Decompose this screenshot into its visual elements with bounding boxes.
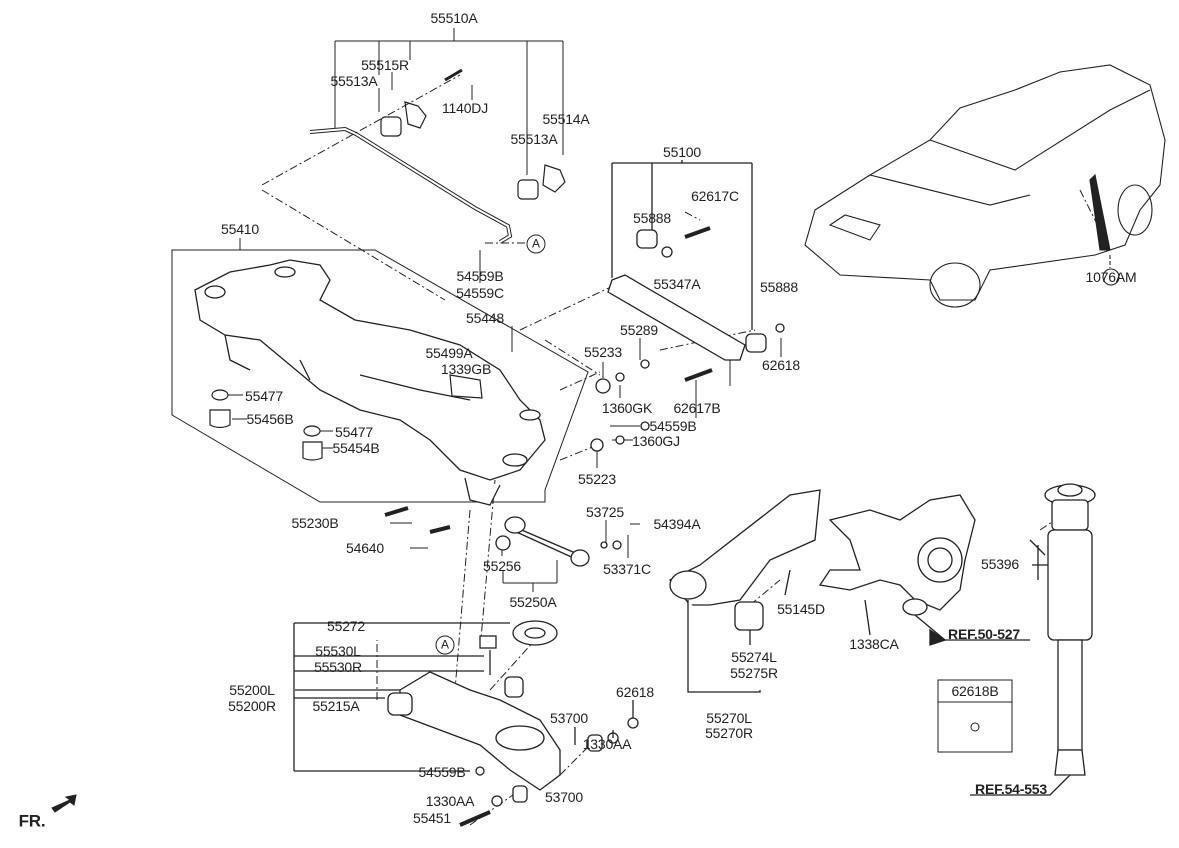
bushings-left xyxy=(209,374,483,461)
label-53725: 53725 xyxy=(586,504,624,520)
label-54640: 54640 xyxy=(346,540,384,556)
label-55456B: 55456B xyxy=(246,411,294,427)
label-55272: 55272 xyxy=(327,618,365,634)
ref-50-527[interactable]: REF.50-527 xyxy=(948,626,1020,642)
label-55270R: 55270R xyxy=(705,725,753,741)
label-1360GJ: 1360GJ xyxy=(632,433,680,449)
label-55215A: 55215A xyxy=(312,698,360,714)
leader-55410 xyxy=(171,238,589,503)
knuckle xyxy=(818,494,1030,646)
lower-arm-55200 xyxy=(293,620,639,827)
label-55454B: 55454B xyxy=(332,440,380,456)
label-62618: 62618 xyxy=(616,684,654,700)
label-55515R: 55515R xyxy=(361,57,409,73)
upper-arm-55100 xyxy=(590,160,785,452)
label-55513A: 55513A xyxy=(330,73,378,89)
label-1140DJ: 1140DJ xyxy=(441,100,489,116)
shock-absorber xyxy=(970,483,1096,796)
label-62618: 62618 xyxy=(762,357,800,373)
label-53700: 53700 xyxy=(550,710,588,726)
label-53371C: 53371C xyxy=(603,561,651,577)
label-55233: 55233 xyxy=(584,344,622,360)
label-55274L: 55274L xyxy=(731,649,777,665)
label-55510A: 55510A xyxy=(430,10,478,26)
label-55448: 55448 xyxy=(466,310,504,326)
label-1338CA: 1338CA xyxy=(849,636,899,652)
label-55410: 55410 xyxy=(221,221,259,237)
label-55289: 55289 xyxy=(620,322,658,338)
label-55514A: 55514A xyxy=(542,111,590,127)
label-55499A: 55499A xyxy=(425,345,473,361)
label-55256: 55256 xyxy=(483,558,521,574)
label-55145D: 55145D xyxy=(777,601,825,617)
label-55513A: 55513A xyxy=(510,131,558,147)
label-55275R: 55275R xyxy=(730,665,778,681)
label-53700: 53700 xyxy=(545,789,583,805)
label-55100: 55100 xyxy=(663,144,701,160)
marker-a: A xyxy=(435,635,455,655)
box-62618B xyxy=(937,679,1013,753)
label-54559B: 54559B xyxy=(456,268,504,284)
label-1330AA: 1330AA xyxy=(582,736,632,752)
ref-54-553[interactable]: REF.54-553 xyxy=(975,781,1047,797)
front-arrow xyxy=(51,794,77,813)
label-55200L: 55200L xyxy=(229,682,275,698)
label-55888: 55888 xyxy=(760,279,798,295)
label-55530L: 55530L xyxy=(315,643,361,659)
label-55270L: 55270L xyxy=(706,710,752,726)
bushings-55513A xyxy=(380,68,566,200)
label-55530R: 55530R xyxy=(314,659,362,675)
label-55396: 55396 xyxy=(981,556,1019,572)
label-62618B: 62618B xyxy=(951,683,999,699)
label-55888: 55888 xyxy=(633,210,671,226)
label-54559B: 54559B xyxy=(418,764,466,780)
front-direction-label: FR. xyxy=(18,811,46,831)
label-55223: 55223 xyxy=(578,471,616,487)
label-55200R: 55200R xyxy=(228,698,276,714)
label-62617C: 62617C xyxy=(691,188,739,204)
crossmember xyxy=(194,259,546,506)
marker-a: A xyxy=(526,234,546,254)
lateral-link xyxy=(384,506,622,567)
label-1360GK: 1360GK xyxy=(601,400,653,416)
label-54394A: 54394A xyxy=(653,516,701,532)
label-55250A: 55250A xyxy=(509,594,557,610)
leader-55510A xyxy=(334,28,564,175)
label-55451: 55451 xyxy=(413,810,451,826)
stabilizer-bar xyxy=(309,126,513,244)
label-1076AM: 1076AM xyxy=(1085,269,1137,285)
label-62617B: 62617B xyxy=(673,400,721,416)
vehicle-illustration xyxy=(804,64,1166,308)
label-55477: 55477 xyxy=(335,424,373,440)
trailing-arm xyxy=(668,489,821,693)
label-55230B: 55230B xyxy=(291,515,339,531)
label-55477: 55477 xyxy=(245,388,283,404)
label-1339GB: 1339GB xyxy=(440,361,492,377)
label-54559C: 54559C xyxy=(456,285,504,301)
label-1330AA: 1330AA xyxy=(425,793,475,809)
label-55347A: 55347A xyxy=(653,276,701,292)
label-54559B: 54559B xyxy=(649,418,697,434)
